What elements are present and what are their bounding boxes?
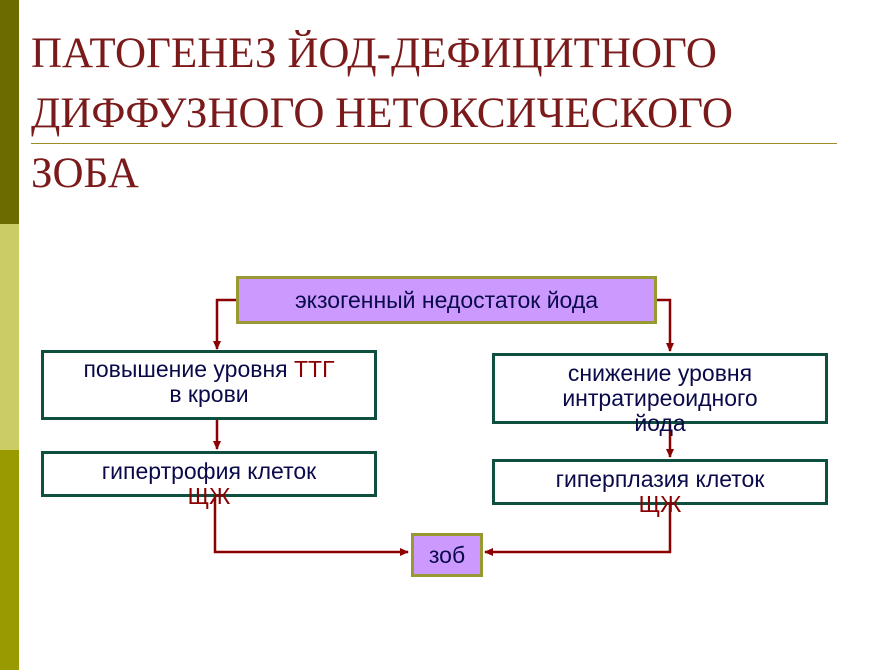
node-hyperplasia-red: ЩЖ: [638, 491, 682, 517]
node-hypertrophy-text: гипертрофия клеток: [101, 458, 317, 484]
title-line-2: ДИФФУЗНОГО НЕТОКСИЧЕСКОГО: [31, 90, 733, 137]
node-tsh-increase-line2: в крови: [169, 381, 249, 407]
node-goiter: зоб: [411, 533, 483, 577]
arrow-left2-to-bottom: [213, 496, 409, 556]
side-stripe-olive: [0, 450, 19, 670]
side-stripe-light: [0, 224, 19, 450]
arrow-top-to-right1: [655, 298, 674, 352]
node-goiter-label: зоб: [428, 542, 466, 568]
page-title: ПАТОГЕНЕЗ ЙОД-ДЕФИЦИТНОГО ДИФФУЗНОГО НЕТ…: [31, 24, 871, 204]
node-hyperplasia: гиперплазия клеток ЩЖ: [492, 459, 828, 517]
node-hypertrophy-red: ЩЖ: [187, 483, 231, 509]
arrow-right2-to-bottom: [484, 503, 672, 556]
node-hypertrophy: гипертрофия клеток ЩЖ: [41, 451, 377, 509]
side-stripe-dark: [0, 0, 19, 224]
title-line-1: ПАТОГЕНЕЗ ЙОД-ДЕФИЦИТНОГО: [31, 30, 717, 77]
node-tsh-increase: повышение уровня ТТГ в крови: [41, 350, 377, 420]
node-intrathyroid-line3: йода: [634, 410, 686, 436]
title-underline: [31, 143, 837, 144]
node-tsh-increase-text: повышение уровня: [83, 356, 288, 382]
arrow-top-to-left1: [213, 298, 238, 350]
node-iodine-deficiency: экзогенный недостаток йода: [236, 276, 657, 324]
node-hyperplasia-text: гиперплазия клеток: [555, 466, 765, 492]
node-intrathyroid-line2: интратиреоидного: [562, 385, 758, 411]
title-line-3: ЗОБА: [31, 150, 139, 197]
node-intrathyroid-iodine-decrease: снижение уровня интратиреоидного йода: [492, 353, 828, 436]
node-tsh-increase-red: ТТГ: [294, 356, 335, 382]
node-iodine-deficiency-label: экзогенный недостаток йода: [294, 287, 599, 313]
node-intrathyroid-line1: снижение уровня: [567, 360, 753, 386]
